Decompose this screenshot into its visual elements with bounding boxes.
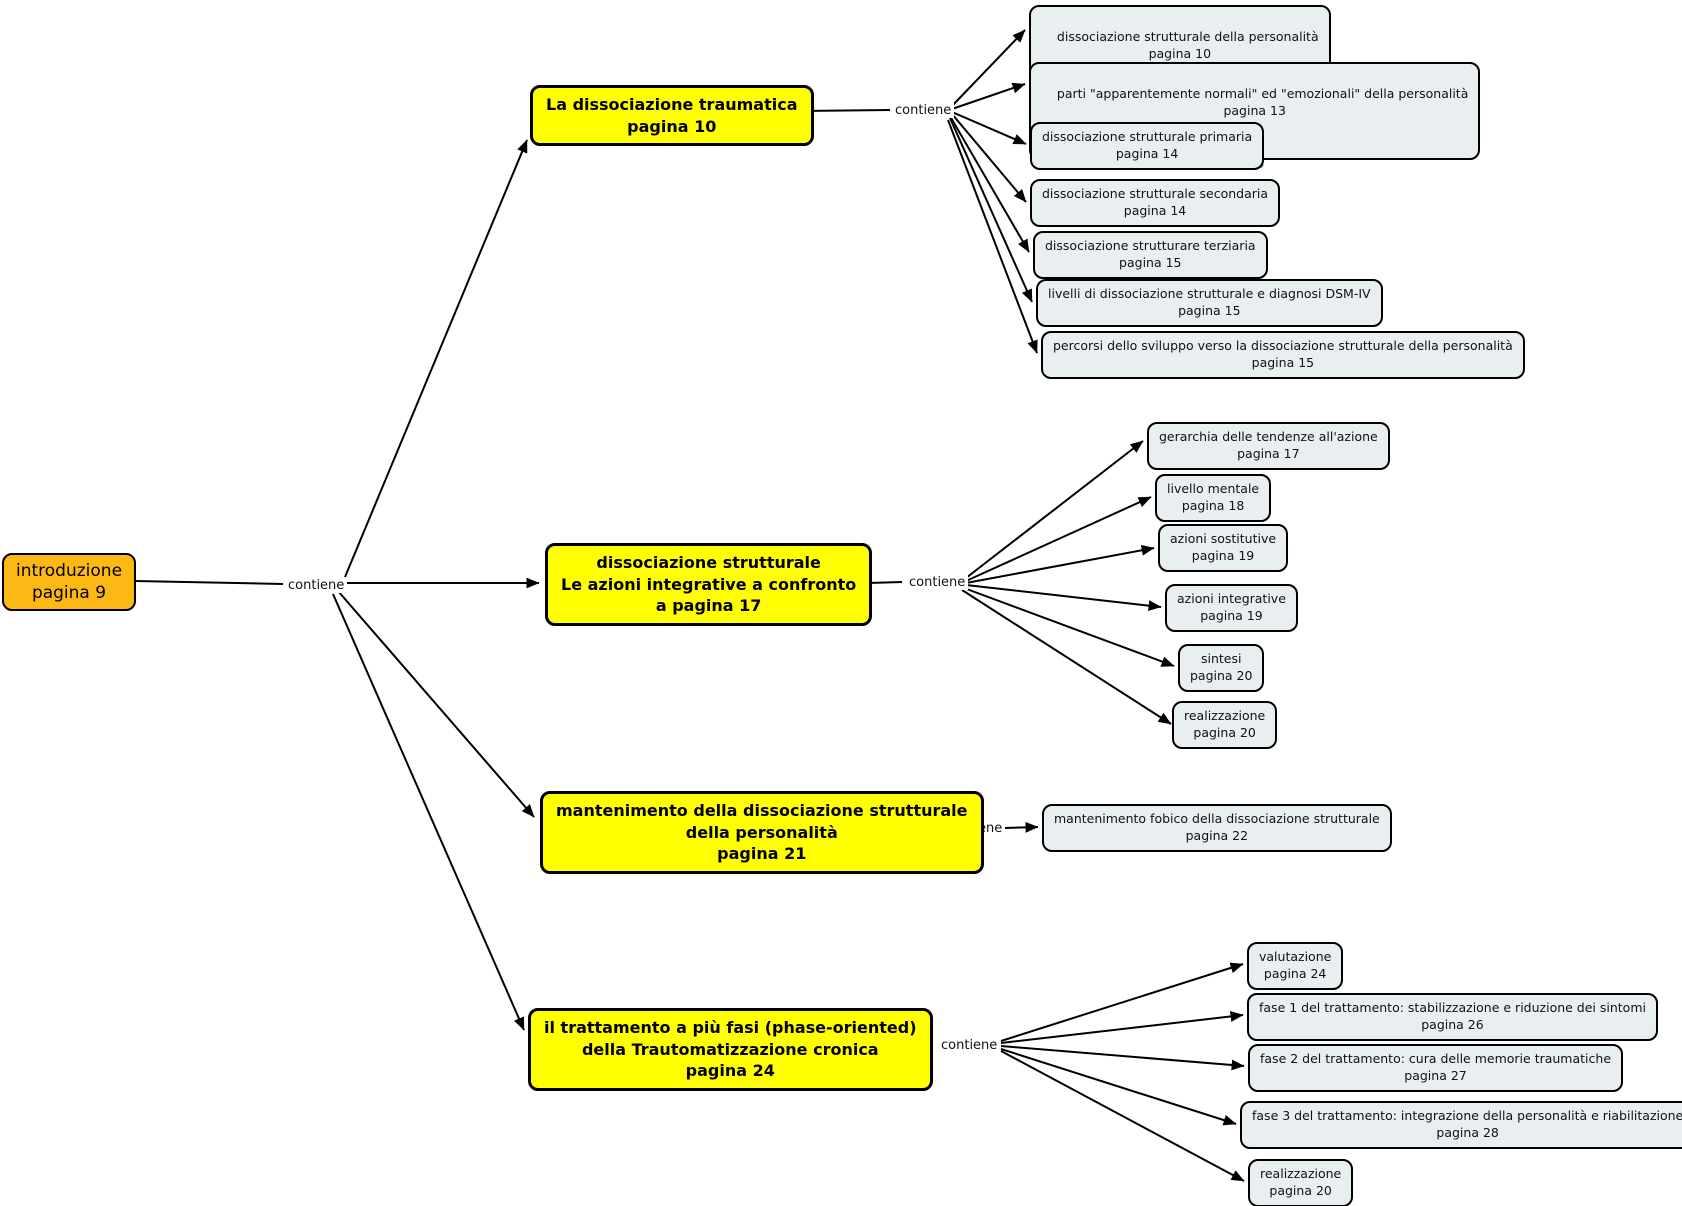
link-label-contiene[interactable]: contiene — [892, 103, 955, 118]
concept-dissociazione-strutturale-secondaria[interactable]: dissociazione strutturale secondaria pag… — [1030, 179, 1281, 227]
concept-mantenimento-fobico[interactable]: mantenimento fobico della dissociazione … — [1042, 804, 1392, 852]
concept-label: parti "apparentemente normali" ed "emozi… — [1056, 85, 1469, 118]
link-label-contiene[interactable]: contiene — [285, 578, 348, 593]
concept-dissociazione-strutturale-azioni-integrative[interactable]: dissociazione strutturale Le azioni inte… — [545, 543, 873, 626]
concept-sintesi[interactable]: sintesi pagina 20 — [1178, 644, 1265, 692]
link-label-contiene[interactable]: contiene — [906, 575, 969, 590]
concept-trattamento-piu-fasi[interactable]: il trattamento a più fasi (phase-oriente… — [528, 1008, 933, 1091]
concept-realizzazione[interactable]: realizzazione pagina 20 — [1172, 701, 1278, 749]
concept-mantenimento-dissociazione-strutturale[interactable]: mantenimento della dissociazione struttu… — [540, 791, 984, 874]
concept-label: dissociazione strutturale della personal… — [1056, 28, 1319, 61]
concept-realizzazione-finale[interactable]: realizzazione pagina 20 — [1248, 1159, 1354, 1206]
concept-livelli-dissociazione-diagnosi-dsm-iv[interactable]: livelli di dissociazione strutturale e d… — [1036, 279, 1383, 327]
concept-livello-mentale[interactable]: livello mentale pagina 18 — [1155, 474, 1272, 522]
concept-fase-2-trattamento[interactable]: fase 2 del trattamento: cura delle memor… — [1248, 1044, 1624, 1092]
concept-dissociazione-strutturare-terziaria[interactable]: dissociazione strutturare terziaria pagi… — [1033, 231, 1268, 279]
concept-gerarchia-tendenze-azione[interactable]: gerarchia delle tendenze all'azione pagi… — [1147, 422, 1390, 470]
link-label-contiene[interactable]: contiene — [938, 1038, 1001, 1053]
concept-dissociazione-strutturale-primaria[interactable]: dissociazione strutturale primaria pagin… — [1030, 122, 1265, 170]
concept-fase-3-trattamento[interactable]: fase 3 del trattamento: integrazione del… — [1240, 1101, 1682, 1149]
concept-azioni-integrative[interactable]: azioni integrative pagina 19 — [1165, 584, 1298, 632]
concept-percorsi-sviluppo-dissociazione[interactable]: percorsi dello sviluppo verso la dissoci… — [1041, 331, 1525, 379]
concept-azioni-sostitutive[interactable]: azioni sostitutive pagina 19 — [1158, 524, 1289, 572]
concept-valutazione[interactable]: valutazione pagina 24 — [1247, 942, 1344, 990]
concept-introduzione[interactable]: introduzione pagina 9 — [2, 553, 137, 612]
concept-fase-1-trattamento[interactable]: fase 1 del trattamento: stabilizzazione … — [1247, 993, 1658, 1041]
concept-la-dissociazione-traumatica[interactable]: La dissociazione traumatica pagina 10 — [530, 85, 814, 147]
